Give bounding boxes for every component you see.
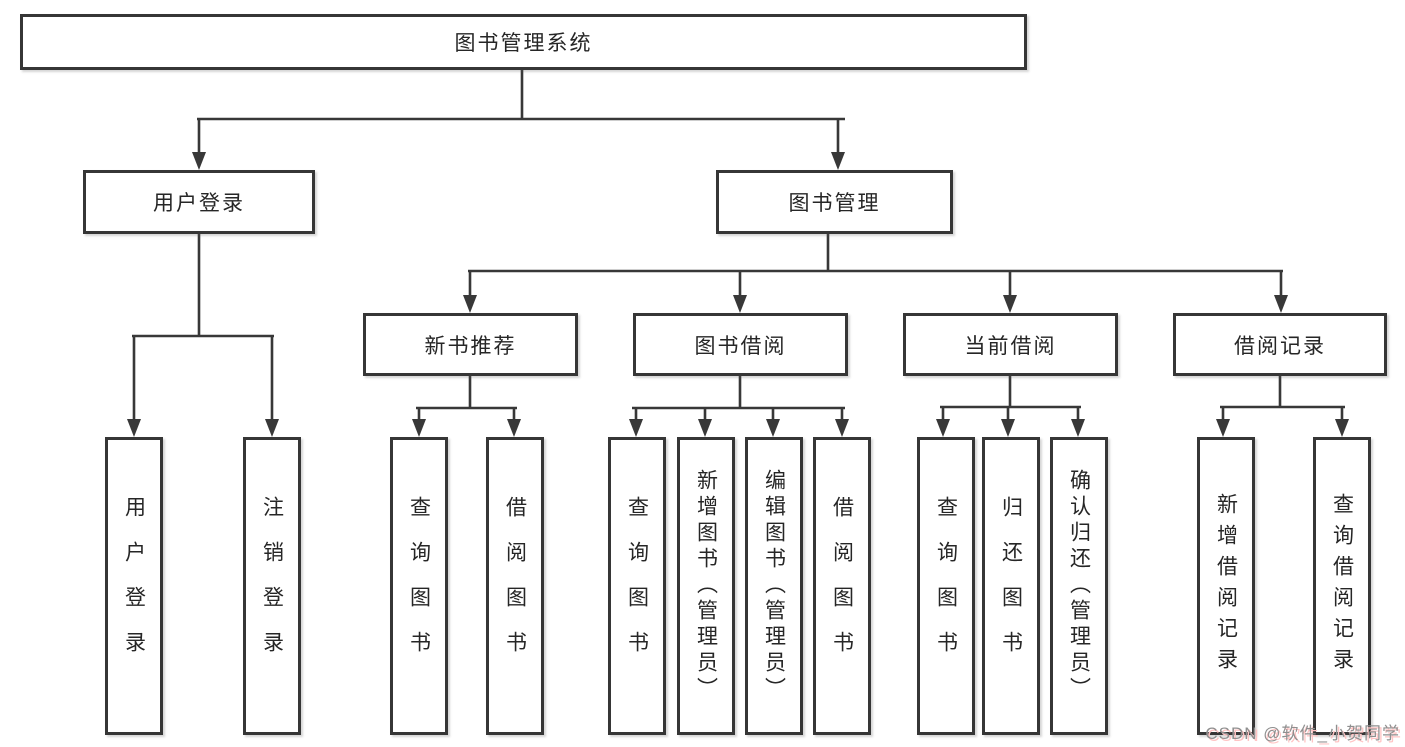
csdn-watermark: CSDN @软件_小贺同学 bbox=[1205, 724, 1400, 743]
leaf-edit-books-admin-label: 编辑图书（管理员） bbox=[762, 469, 786, 703]
leaf-borrow-books: 借阅图书 bbox=[813, 437, 871, 735]
node-borrowing-records: 借阅记录 bbox=[1173, 313, 1387, 376]
leaf-return-books-label: 归还图书 bbox=[999, 496, 1023, 676]
leaf-confirm-return-admin-label: 确认归还（管理员） bbox=[1067, 469, 1091, 703]
leaf-confirm-return-admin: 确认归还（管理员） bbox=[1050, 437, 1108, 735]
leaf-add-books-admin: 新增图书（管理员） bbox=[677, 437, 735, 735]
leaf-query-borrow-record: 查询借阅记录 bbox=[1313, 437, 1371, 735]
node-book-management-label: 图书管理 bbox=[788, 192, 881, 215]
node-current-borrowing-label: 当前借阅 bbox=[964, 334, 1057, 358]
leaf-query-books-recommend-label: 查询图书 bbox=[407, 496, 431, 676]
leaf-query-books-current-label: 查询图书 bbox=[934, 496, 958, 676]
leaf-query-borrow-record-label: 查询借阅记录 bbox=[1330, 493, 1354, 679]
leaf-query-books-current: 查询图书 bbox=[917, 437, 975, 735]
node-user-login-label: 用户登录 bbox=[153, 192, 245, 215]
leaf-query-books-recommend: 查询图书 bbox=[390, 437, 448, 735]
node-borrowing-records-label: 借阅记录 bbox=[1234, 334, 1326, 358]
node-current-borrowing: 当前借阅 bbox=[903, 313, 1118, 376]
node-book-management: 图书管理 bbox=[716, 170, 953, 234]
leaf-add-books-admin-label: 新增图书（管理员） bbox=[694, 469, 718, 703]
leaf-user-login-label: 用户登录 bbox=[122, 496, 146, 676]
leaf-return-books: 归还图书 bbox=[982, 437, 1040, 735]
node-root: 图书管理系统 bbox=[20, 14, 1027, 70]
leaf-query-books-borrowing-label: 查询图书 bbox=[625, 496, 649, 676]
leaf-edit-books-admin: 编辑图书（管理员） bbox=[745, 437, 803, 735]
node-new-book-recommend: 新书推荐 bbox=[363, 313, 578, 376]
leaf-query-books-borrowing: 查询图书 bbox=[608, 437, 666, 735]
leaf-add-borrow-record-label: 新增借阅记录 bbox=[1214, 493, 1238, 679]
leaf-borrow-books-recommend: 借阅图书 bbox=[486, 437, 544, 735]
leaf-user-login: 用户登录 bbox=[105, 437, 163, 735]
node-book-borrowing-label: 图书借阅 bbox=[694, 334, 787, 358]
node-new-book-recommend-label: 新书推荐 bbox=[424, 334, 517, 358]
leaf-borrow-books-label: 借阅图书 bbox=[830, 496, 854, 676]
leaf-add-borrow-record: 新增借阅记录 bbox=[1197, 437, 1255, 735]
node-user-login: 用户登录 bbox=[83, 170, 315, 234]
node-root-label: 图书管理系统 bbox=[454, 32, 593, 55]
leaf-logout: 注销登录 bbox=[243, 437, 301, 735]
node-book-borrowing: 图书借阅 bbox=[633, 313, 848, 376]
leaf-logout-label: 注销登录 bbox=[260, 496, 284, 676]
leaf-borrow-books-recommend-label: 借阅图书 bbox=[503, 496, 527, 676]
